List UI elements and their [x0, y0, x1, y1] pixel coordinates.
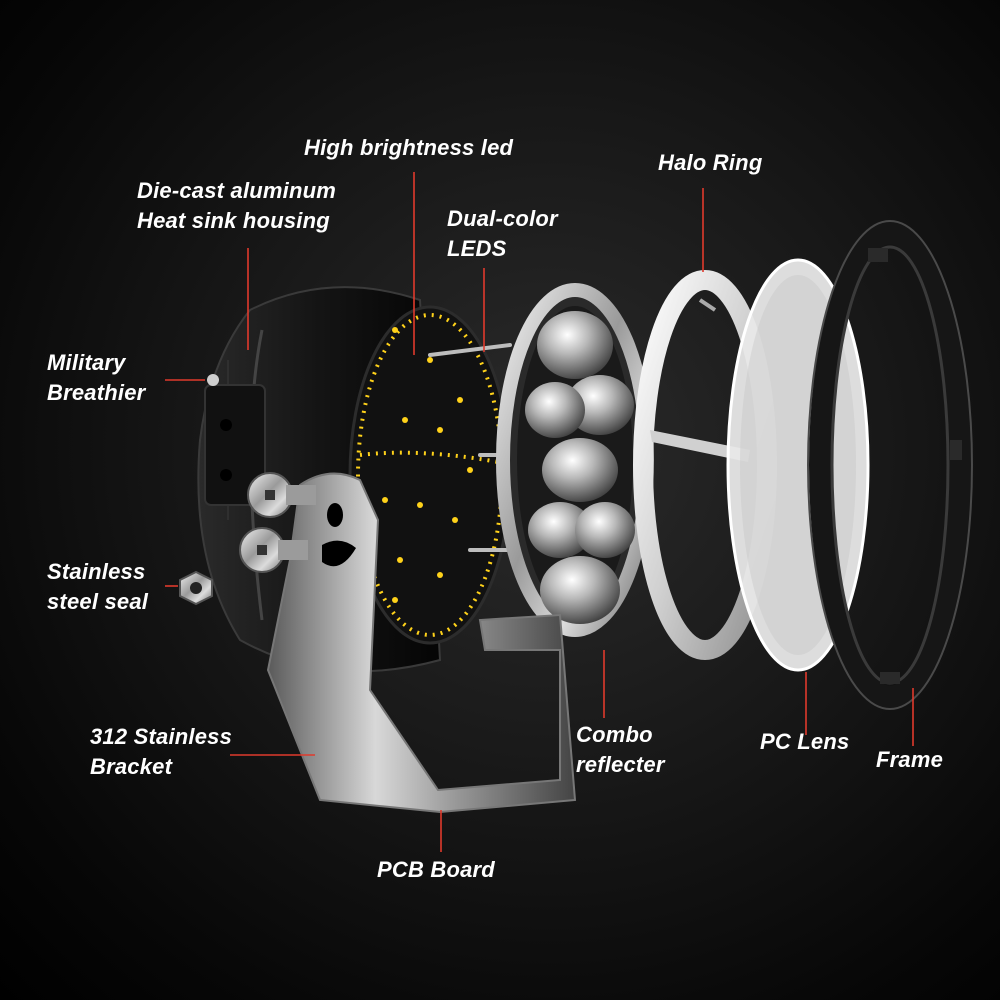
combo-reflector-shape: [496, 283, 654, 637]
label-high-brightness-led-text: High brightness led: [304, 135, 514, 160]
label-pcb-board-text: PCB Board: [377, 857, 495, 882]
label-combo-reflector: Combo reflecter: [576, 720, 665, 780]
label-frame: Frame: [876, 745, 943, 775]
label-breather-line2: Breathier: [47, 380, 146, 405]
label-stainless-bracket: 312 Stainless Bracket: [90, 722, 232, 782]
label-heat-sink-housing: Die-cast aluminum Heat sink housing: [137, 176, 336, 236]
label-dual-color-line2: LEDS: [447, 236, 507, 261]
label-dual-color-leds: Dual-color LEDS: [447, 204, 558, 264]
label-breather-line1: Military: [47, 350, 126, 375]
label-frame-text: Frame: [876, 747, 944, 772]
label-steel-seal-line1: Stainless: [47, 559, 146, 584]
frame-shape: [807, 220, 973, 710]
label-reflector-line2: reflecter: [576, 752, 665, 777]
label-dual-color-line1: Dual-color: [447, 206, 558, 231]
stainless-bracket-shape: [266, 472, 577, 814]
label-stainless-steel-seal: Stainless steel seal: [47, 557, 148, 617]
label-pc-lens: PC Lens: [760, 727, 849, 757]
label-halo-ring: Halo Ring: [658, 148, 762, 178]
label-bracket-line2: Bracket: [90, 754, 173, 779]
label-pcb-board: PCB Board: [377, 855, 495, 885]
label-pc-lens-text: PC Lens: [760, 729, 850, 754]
label-heat-sink-line1: Die-cast aluminum: [137, 178, 337, 203]
label-bracket-line1: 312 Stainless: [90, 724, 233, 749]
led-points: [382, 327, 473, 603]
label-reflector-line1: Combo: [576, 722, 653, 747]
label-military-breather: Military Breathier: [47, 348, 145, 408]
label-steel-seal-line2: steel seal: [47, 589, 149, 614]
label-high-brightness-led: High brightness led: [304, 133, 513, 163]
label-halo-ring-text: Halo Ring: [658, 150, 763, 175]
label-heat-sink-line2: Heat sink housing: [137, 208, 330, 233]
leader-lines: [165, 172, 914, 852]
bolts: [179, 472, 316, 606]
